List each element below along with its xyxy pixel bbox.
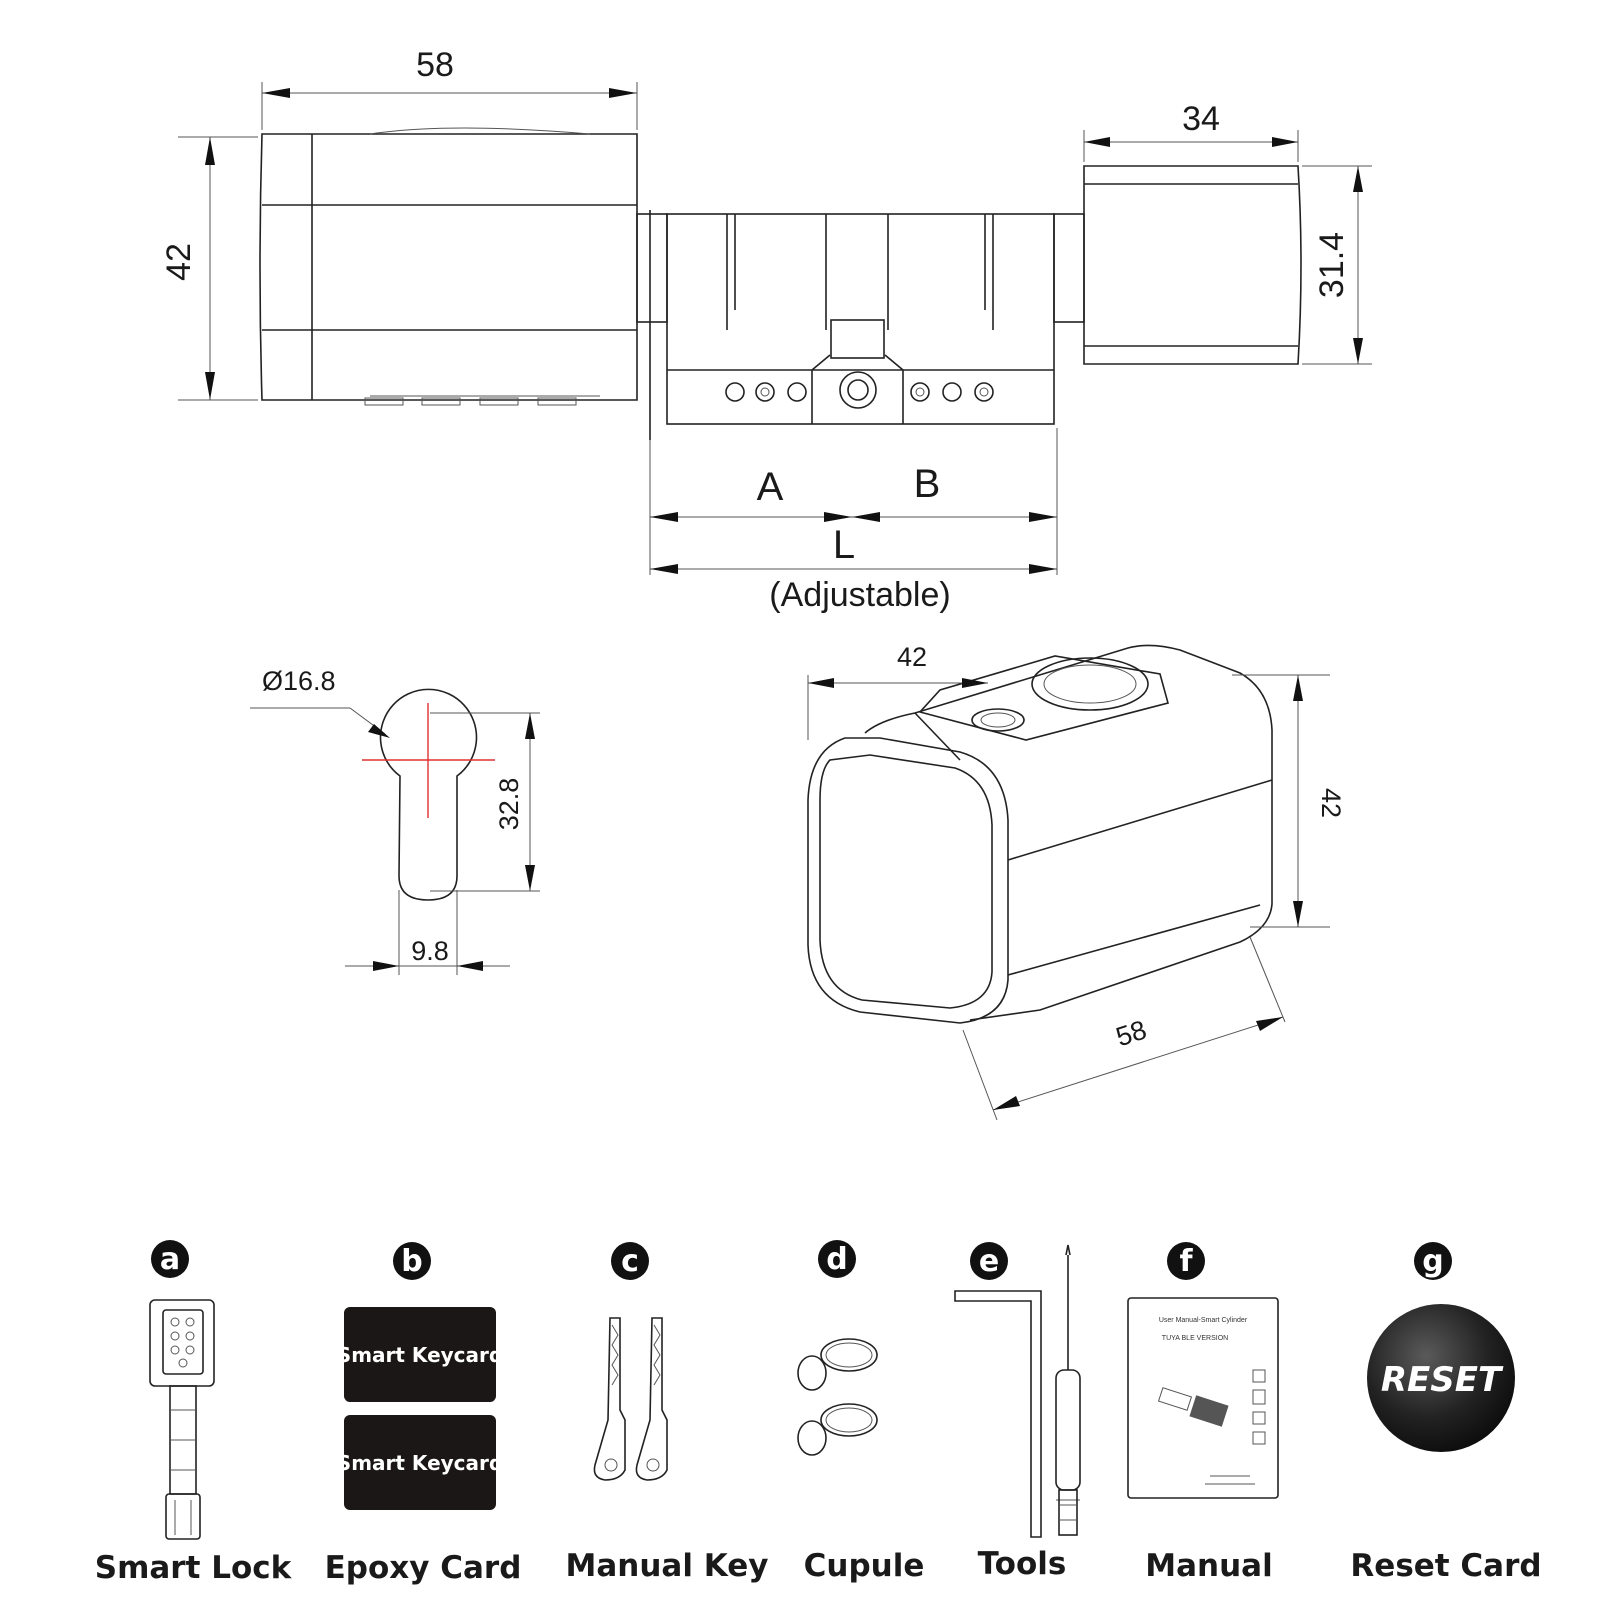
dimension-a-b-l: A B L (Adjustable) xyxy=(649,428,1058,614)
reset-card-icon: RESET xyxy=(1367,1304,1515,1452)
manual-subtitle: TUYA BLE VERSION xyxy=(1162,1335,1228,1342)
manual-icon: User Manual-Smart Cylinder TUYA BLE VERS… xyxy=(1127,1297,1279,1499)
epoxy-card-icon: Smart Keycard Smart Keycard xyxy=(337,1307,503,1510)
cylinder-side xyxy=(636,210,1085,440)
item-label-cupule: Cupule xyxy=(804,1548,925,1584)
item-label-reset-card: Reset Card xyxy=(1350,1548,1541,1584)
item-label-smart-lock: Smart Lock xyxy=(95,1550,293,1586)
badge-c: c xyxy=(611,1242,649,1280)
cupule-icon xyxy=(797,1338,878,1456)
svg-text:c: c xyxy=(621,1244,639,1279)
knob-height-label: 31.4 xyxy=(1313,232,1351,298)
item-label-manual-key: Manual Key xyxy=(566,1548,769,1584)
badge-g: g xyxy=(1414,1242,1452,1280)
item-label-manual: Manual xyxy=(1145,1548,1272,1584)
svg-text:d: d xyxy=(826,1242,847,1277)
item-labels: Smart Lock Epoxy Card Manual Key Cupule … xyxy=(95,1546,1542,1586)
badge-f: f xyxy=(1167,1242,1205,1280)
height-label: 42 xyxy=(160,243,198,281)
epoxy-card-text-1: Smart Keycard xyxy=(337,1343,503,1367)
svg-text:g: g xyxy=(1422,1244,1443,1279)
l-label: L xyxy=(833,523,855,567)
badge-e: e xyxy=(970,1242,1008,1280)
svg-text:f: f xyxy=(1179,1244,1193,1279)
profile-view: Ø16.8 32.8 9.8 xyxy=(250,666,540,975)
svg-text:b: b xyxy=(401,1244,422,1279)
manual-key-icon xyxy=(593,1317,668,1481)
dimension-knob-width-34: 34 xyxy=(1083,100,1299,162)
iso-view: 42 42 58 xyxy=(807,642,1346,1121)
iso-width-label: 42 xyxy=(897,642,927,672)
svg-text:e: e xyxy=(979,1244,999,1279)
a-label: A xyxy=(757,465,784,509)
profile-height-label: 32.8 xyxy=(494,778,524,831)
smart-lock-icon xyxy=(149,1299,215,1540)
iso-height-label: 42 xyxy=(1316,788,1346,818)
knob-width-label: 34 xyxy=(1182,100,1220,138)
dimension-width-58: 58 xyxy=(261,46,638,130)
dimension-knob-height-31-4: 31.4 xyxy=(1302,165,1372,365)
adjustable-label: (Adjustable) xyxy=(769,576,950,614)
knob-side xyxy=(1083,165,1302,365)
badge-d: d xyxy=(818,1240,856,1278)
item-label-epoxy-card: Epoxy Card xyxy=(325,1550,522,1586)
profile-width-label: 9.8 xyxy=(411,936,449,966)
badge-b: b xyxy=(393,1242,431,1280)
epoxy-card-text-2: Smart Keycard xyxy=(337,1451,503,1475)
manual-title: User Manual-Smart Cylinder xyxy=(1159,1317,1248,1324)
item-label-tools: Tools xyxy=(978,1546,1067,1582)
b-label: B xyxy=(914,462,941,506)
reset-text: RESET xyxy=(1381,1360,1504,1400)
iso-length-label: 58 xyxy=(1112,1015,1150,1053)
item-badges: a b c d e f g xyxy=(151,1240,1452,1280)
svg-text:a: a xyxy=(160,1242,180,1277)
lock-body-side xyxy=(259,127,638,406)
width-label: 58 xyxy=(416,46,454,84)
side-view: 58 42 34 31.4 xyxy=(160,46,1372,614)
dimension-height-42: 42 xyxy=(160,136,258,401)
diameter-label: Ø16.8 xyxy=(262,666,336,696)
tools-icon xyxy=(954,1244,1081,1538)
badge-a: a xyxy=(151,1240,189,1278)
